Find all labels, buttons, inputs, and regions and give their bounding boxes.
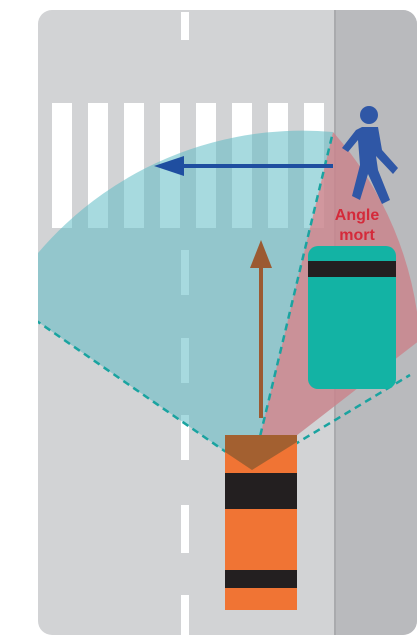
bus-windshield-stripe (308, 261, 396, 277)
driver-field-of-view (38, 130, 333, 470)
blind-spot-label-line2: mort (339, 227, 375, 244)
truck-top-view-icon (225, 435, 297, 610)
truck-cab-stripe (225, 473, 297, 509)
bus-body (308, 246, 396, 389)
truck-hood-shade (225, 435, 297, 470)
pedestrian-direction-arrow (154, 156, 333, 176)
lane-dash (181, 595, 189, 635)
walking-person-icon (342, 106, 398, 204)
crosswalk-stripe (52, 103, 72, 228)
lane-dash (181, 505, 189, 553)
truck-rear-stripe (225, 570, 297, 588)
bus-top-view-icon (308, 246, 396, 389)
blind-spot-label: Angle mort (335, 207, 380, 244)
truck-direction-arrow (250, 240, 272, 418)
lane-dash (181, 12, 189, 40)
lane-dash (181, 415, 189, 460)
street-area: Angle mort (38, 10, 417, 635)
blind-spot-label-line1: Angle (335, 207, 380, 224)
